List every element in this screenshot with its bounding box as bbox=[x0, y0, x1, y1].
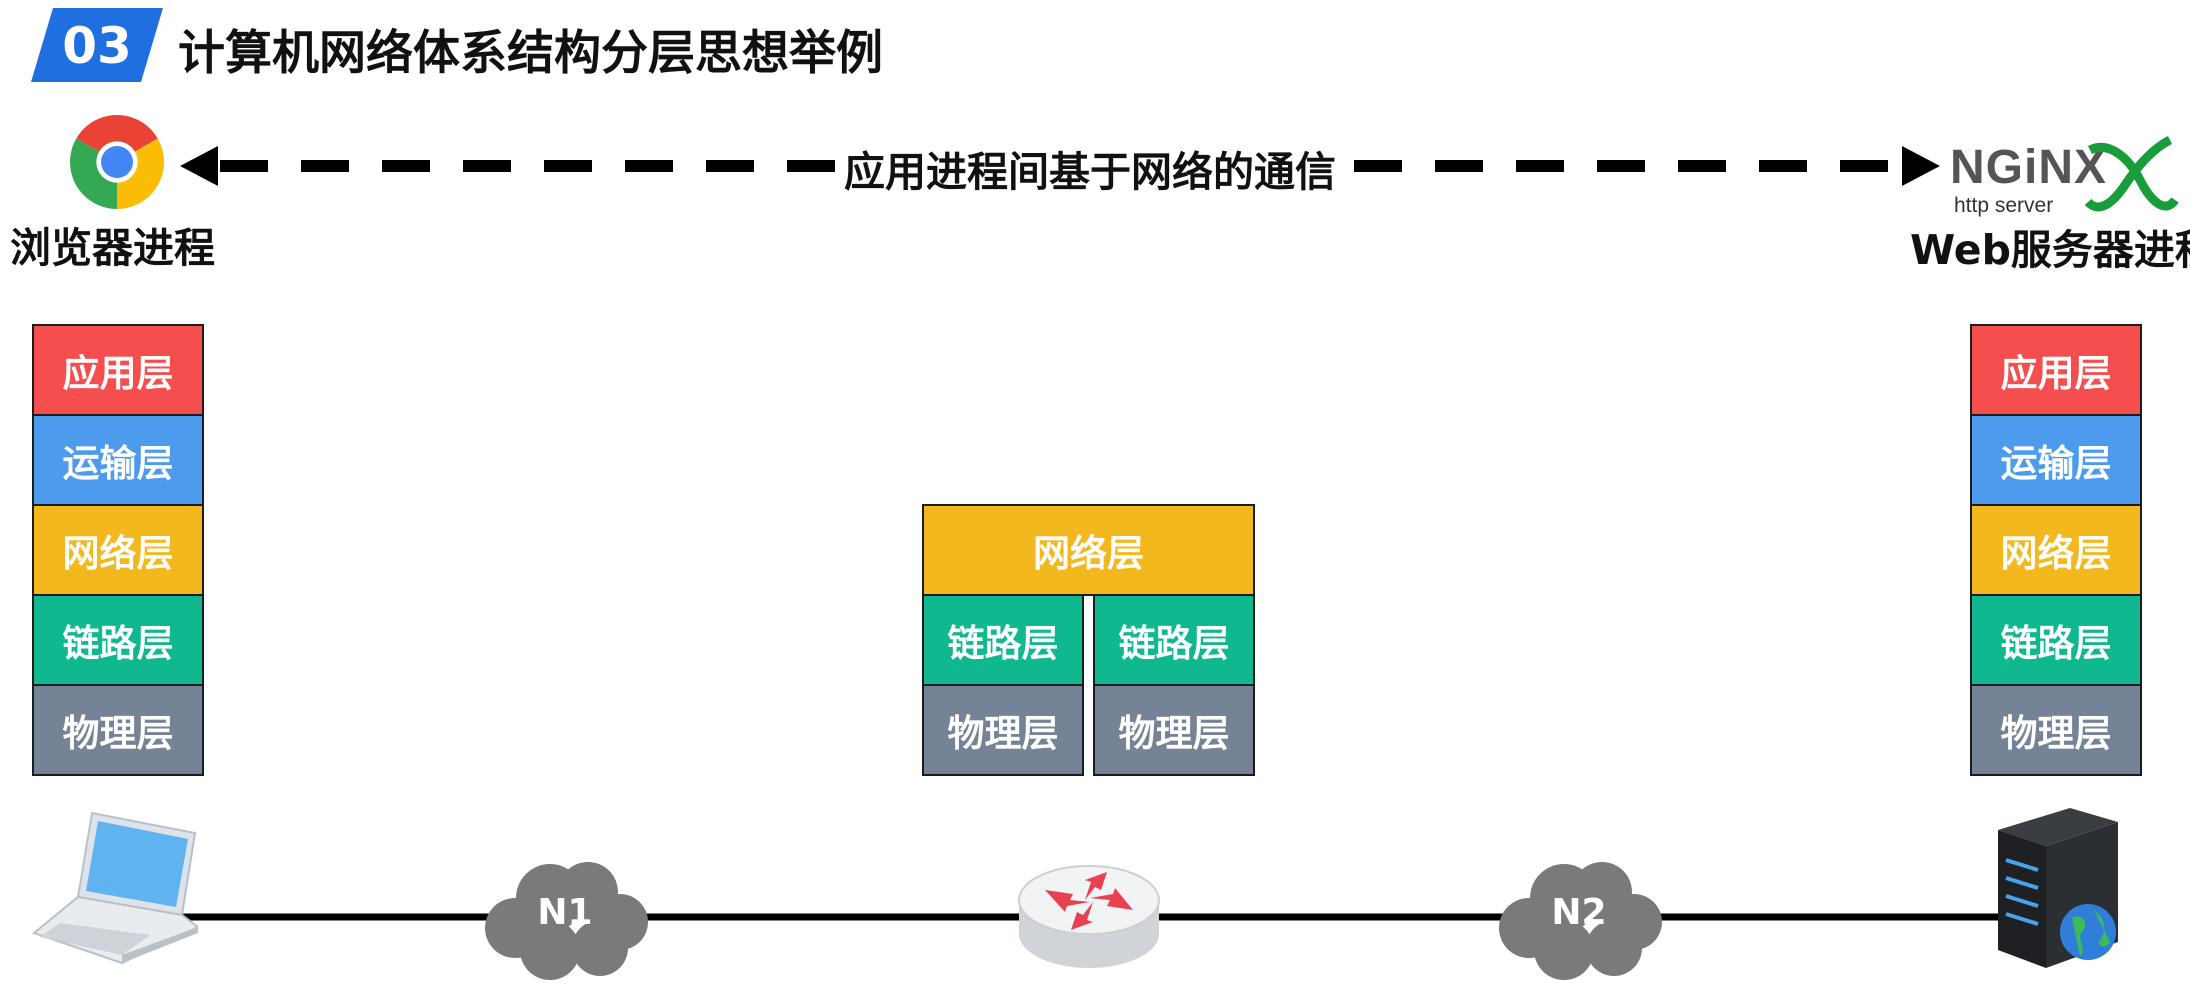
physical-layer: 物理层 bbox=[32, 684, 204, 776]
host-protocol-stack-left: 应用层 运输层 网络层 链路层 物理层 bbox=[32, 324, 204, 776]
network-cloud-n2 bbox=[1499, 862, 1662, 980]
network-cloud-n1-label: N1 bbox=[537, 892, 593, 933]
nginx-x-mark bbox=[2084, 135, 2179, 212]
laptop-icon bbox=[31, 811, 198, 965]
network-layer: 网络层 bbox=[922, 504, 1255, 596]
nginx-logo: NGiNX http server bbox=[1950, 130, 2180, 220]
link-layer-right: 链路层 bbox=[1093, 594, 1255, 686]
physical-layer: 物理层 bbox=[1970, 684, 2142, 776]
chrome-icon bbox=[70, 115, 164, 209]
link-layer: 链路层 bbox=[1970, 594, 2142, 686]
nginx-logo-text: NGiNX bbox=[1950, 141, 2108, 194]
network-cloud-n1 bbox=[485, 862, 648, 980]
host-protocol-stack-right: 应用层 运输层 网络层 链路层 物理层 bbox=[1970, 324, 2142, 776]
network-layer: 网络层 bbox=[1970, 504, 2142, 596]
nginx-logo-subtext: http server bbox=[1954, 194, 2054, 217]
communication-label: 应用进程间基于网络的通信 bbox=[840, 138, 1340, 198]
network-cloud-n2-label: N2 bbox=[1551, 892, 1607, 933]
server-process-label: Web服务器进程 bbox=[1910, 226, 2190, 274]
physical-layer-right: 物理层 bbox=[1093, 684, 1255, 776]
link-layer-left: 链路层 bbox=[922, 594, 1084, 686]
application-layer: 应用层 bbox=[1970, 324, 2142, 416]
transport-layer: 运输层 bbox=[1970, 414, 2142, 506]
section-number-text: 03 bbox=[62, 17, 132, 75]
section-number-badge: 03 bbox=[31, 8, 163, 82]
link-layer: 链路层 bbox=[32, 594, 204, 686]
router-protocol-stack: 网络层 链路层 链路层 物理层 物理层 bbox=[922, 504, 1255, 776]
physical-layer-left: 物理层 bbox=[922, 684, 1084, 776]
router-icon bbox=[1018, 865, 1160, 968]
browser-process-label: 浏览器进程 bbox=[10, 224, 215, 272]
network-layer: 网络层 bbox=[32, 504, 204, 596]
transport-layer: 运输层 bbox=[32, 414, 204, 506]
page-title: 计算机网络体系结构分层思想举例 bbox=[178, 26, 883, 81]
web-server-icon bbox=[1998, 808, 2118, 968]
